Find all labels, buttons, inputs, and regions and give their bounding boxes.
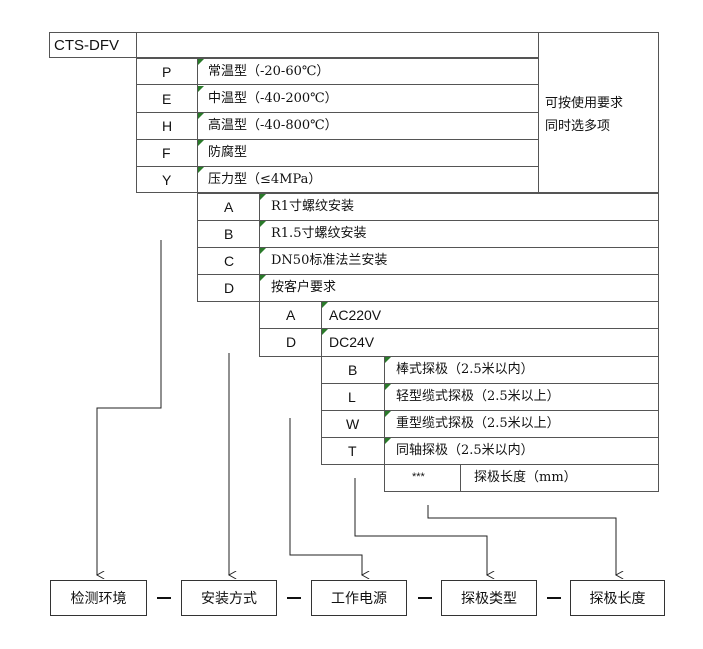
temp-label-p: 常温型（-20-60℃）	[208, 64, 330, 79]
temp-code-f: F	[162, 145, 171, 161]
connector-length	[427, 505, 616, 575]
note-cell	[538, 32, 659, 193]
power-label-a: AC220V	[329, 307, 382, 323]
power-code-a: A	[286, 307, 296, 323]
temp-code-h: H	[162, 118, 173, 134]
temp-label-y: 压力型（≤4MPa）	[208, 172, 322, 187]
separator-dash	[287, 597, 301, 599]
power-label-d: DC24V	[329, 334, 375, 350]
probe-label-b: 棒式探极（2.5米以内）	[396, 362, 534, 377]
length-code: ***	[412, 471, 425, 483]
note-line-1: 可按使用要求	[545, 96, 624, 111]
install-label-d: 按客户要求	[271, 280, 337, 295]
separator-dash	[157, 597, 171, 599]
length-label-cell	[460, 464, 659, 492]
model-blank-cell	[136, 32, 539, 58]
probe-code-t: T	[348, 443, 357, 459]
temp-code-p: P	[162, 64, 172, 80]
install-code-b: B	[224, 226, 234, 242]
probe-label-t: 同轴探极（2.5米以内）	[396, 443, 534, 458]
temp-code-e: E	[162, 91, 172, 107]
connector-detect-env	[97, 240, 162, 575]
probe-code-l: L	[348, 389, 356, 405]
install-code-a: A	[224, 199, 234, 215]
temp-code-y: Y	[162, 172, 172, 188]
temp-label-h: 高温型（-40-800℃）	[208, 118, 338, 133]
separator-dash	[547, 597, 561, 599]
label-install-method: 安装方式	[181, 580, 277, 616]
model-code: CTS-DFV	[54, 37, 119, 54]
install-code-c: C	[224, 253, 235, 269]
label-detect-env: 检测环境	[50, 580, 147, 616]
install-label-c: DN50标准法兰安装	[271, 253, 388, 268]
install-label-b: R1.5寸螺纹安装	[271, 226, 367, 241]
note-line-2: 同时选多项	[545, 119, 611, 134]
temp-label-e: 中温型（-40-200℃）	[208, 91, 338, 106]
label-probe-type: 探极类型	[441, 580, 537, 616]
temp-label-cell	[197, 58, 539, 193]
connector-probe	[354, 478, 487, 575]
probe-label-l: 轻型缆式探极（2.5米以上）	[396, 389, 560, 404]
install-label-a: R1寸螺纹安装	[271, 199, 355, 214]
probe-code-w: W	[346, 416, 360, 432]
power-code-cell	[259, 301, 322, 357]
label-probe-length: 探极长度	[570, 580, 665, 616]
connector-power	[289, 418, 362, 575]
power-code-d: D	[286, 334, 297, 350]
probe-code-b: B	[348, 362, 358, 378]
install-code-d: D	[224, 280, 235, 296]
label-power: 工作电源	[311, 580, 407, 616]
probe-label-w: 重型缆式探极（2.5米以上）	[396, 416, 560, 431]
length-label: 探极长度（mm）	[474, 470, 577, 485]
temp-label-f: 防腐型	[208, 145, 248, 160]
separator-dash	[418, 597, 432, 599]
model-cell	[49, 32, 137, 58]
